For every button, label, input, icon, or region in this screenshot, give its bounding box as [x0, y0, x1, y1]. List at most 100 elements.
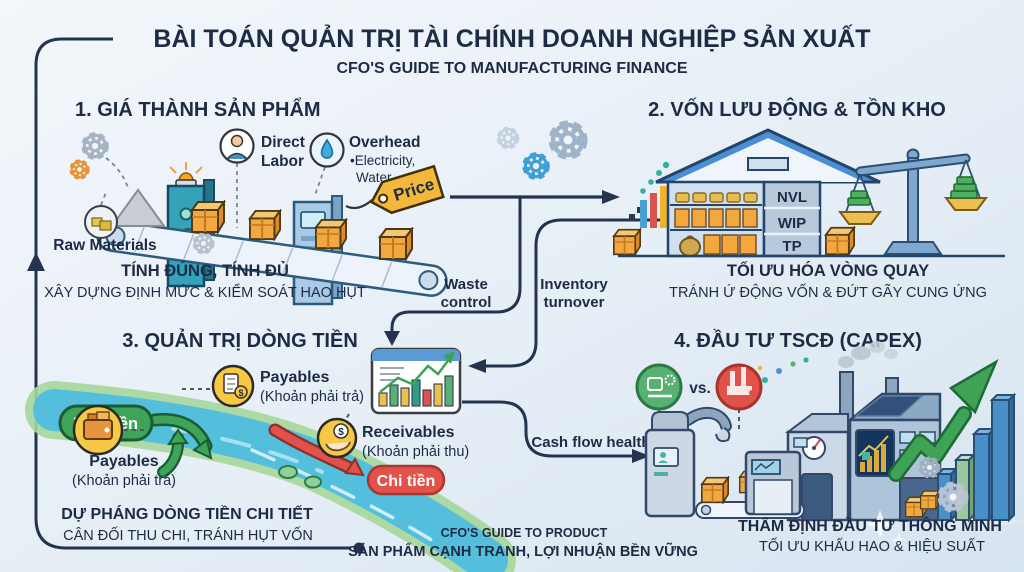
gear-icon	[553, 125, 583, 155]
gear-icon	[499, 129, 517, 147]
cash-flow-chart-card	[370, 347, 462, 415]
down-arrowhead	[384, 331, 400, 346]
connector-price-to-inventory	[450, 190, 620, 204]
storage-label-wip: WIP	[778, 215, 806, 232]
gear-icon	[941, 485, 965, 509]
money-bag-icon	[679, 237, 701, 257]
payables-left-label: Payables	[89, 453, 158, 470]
section-product-cost: 1. GIÁ THÀNH SẢN PHẨM	[44, 98, 448, 306]
dollar-icon: $	[238, 388, 243, 398]
scale-pan-icon	[838, 211, 882, 225]
direct-labor-badge: Direct Labor	[219, 128, 305, 170]
receivables-sublabel: (Khoản phải thu)	[362, 444, 469, 460]
coin-icon	[278, 465, 322, 489]
belt-roller-icon	[418, 270, 439, 291]
header: BÀI TOÁN QUẢN TRỊ TÀI CHÍNH DOANH NGHIỆP…	[153, 23, 870, 77]
gear-icon	[72, 162, 88, 178]
q1-dashed-connectors	[100, 157, 326, 228]
raw-materials-badge: Raw Materials	[53, 205, 157, 254]
receivables-label: Receivables	[362, 424, 455, 441]
waste-control-label: control	[441, 294, 492, 311]
data-dots	[749, 357, 809, 396]
raw-materials-label: Raw Materials	[53, 237, 156, 254]
money-stacks-icon	[847, 176, 978, 206]
finished-goods-shelf	[703, 234, 757, 255]
warehouse: NVL WIP TP	[655, 128, 881, 258]
product-box-icon	[824, 226, 856, 256]
inventory-turnover-label: turnover	[544, 294, 605, 311]
page-subtitle: CFO'S GUIDE TO MANUFACTURING FINANCE	[336, 60, 687, 77]
connector-waste-control: Waste control	[384, 198, 522, 346]
price-tag: Price	[369, 164, 445, 215]
product-box-icon	[191, 201, 225, 233]
q3-heading: 3. QUẢN TRỊ DÒNG TIỀN	[122, 328, 358, 352]
direct-labor-label: Labor	[261, 153, 304, 170]
outflow-arrow	[268, 423, 365, 477]
gold-bars-shelf	[675, 192, 758, 203]
payables-left-badge: Payables (Khoản phải trả)	[72, 404, 176, 489]
gear-icon	[195, 235, 212, 252]
q2-heading: 2. VỐN LƯU ĐỘNG & TỒN KHO	[648, 97, 946, 121]
section-capex: 4. ĐẦU TƯ TSCĐ (CAPEX) vs.	[633, 329, 1023, 555]
section-cash-flow: 3. QUẢN TRỊ DÒNG TIỀN	[25, 328, 516, 572]
left-arrowhead	[468, 359, 486, 373]
footer-kicker: CFO'S GUIDE TO PRODUCT	[441, 526, 608, 540]
inflow-arrow	[148, 413, 213, 460]
feedback-loop-arrow	[27, 37, 365, 554]
gear-icon	[921, 459, 938, 476]
product-box-icon	[379, 228, 413, 260]
connector-inventory-turnover: Inventory turnover	[468, 218, 666, 373]
growth-chart-icon	[629, 161, 670, 228]
inflow-arrow	[157, 428, 189, 478]
footer-tagline: SẢN PHẨM CẠNH TRANH, LỢI NHUẬN BỀN VỮNG	[348, 542, 698, 560]
dollar-icon: $	[338, 427, 344, 438]
footer: CFO'S GUIDE TO PRODUCT SẢN PHẨM CẠNH TRA…	[348, 526, 698, 560]
payables-left-sublabel: (Khoản phải trả)	[72, 473, 176, 489]
gear-icon	[84, 135, 105, 156]
sparkle-icon	[865, 510, 907, 548]
robot-arm-machine	[644, 406, 805, 519]
product-box-icon	[919, 490, 941, 510]
cash-flow-health-label: Cash flow health	[531, 434, 650, 451]
connector-cash-flow-health: Cash flow health	[462, 400, 651, 463]
right-arrowhead	[602, 190, 620, 204]
product-box-icon	[700, 476, 730, 504]
capex-comparison: vs.	[635, 363, 763, 446]
outflow-pill: Chi tiền	[366, 464, 446, 496]
q3-caption: CÂN ĐỐI THU CHI, TRÁNH HỤT VỐN	[63, 526, 313, 544]
growth-bars-3d	[935, 392, 1017, 523]
inventory-turnover-label: Inventory	[540, 276, 608, 293]
new-machine-icon	[635, 363, 683, 411]
overhead-badge: Overhead •Electricity, Water	[309, 132, 421, 185]
trend-arrowhead	[443, 351, 455, 364]
q1-heading: 1. GIÁ THÀNH SẢN PHẨM	[75, 98, 321, 121]
raw-material-pile-icon	[110, 188, 166, 227]
balance-scale	[838, 148, 988, 255]
loop-end-dot	[353, 542, 365, 554]
payables-top-label: Payables	[260, 369, 329, 386]
q2-caption-bold: TỐI ƯU HÓA VÒNG QUAY	[727, 260, 929, 280]
right-arrowhead	[632, 449, 650, 463]
outflow-pill-label: Chi tiền	[377, 473, 436, 490]
q4-caption: TỐI ƯU KHẤU HAO & HIỆU SUẤT	[759, 537, 985, 555]
direct-labor-label: Direct	[261, 134, 305, 151]
payables-top-sublabel: (Khoản phải trả)	[260, 389, 364, 405]
q3-caption-bold: DỰ PHÁNG DÒNG TIỀN CHI TIẾT	[61, 504, 313, 523]
q2-caption: TRÁNH Ứ ĐỘNG VỐN & ĐỨT GÃY CUNG ỨNG	[669, 283, 987, 301]
growth-arrow	[888, 359, 999, 482]
overhead-label: Overhead	[349, 134, 421, 151]
page-title: BÀI TOÁN QUẢN TRỊ TÀI CHÍNH DOANH NGHIỆP…	[153, 23, 870, 53]
q4-caption-bold: THẨM ĐỊNH ĐẦU TƯ THÔNG MINH	[738, 516, 1002, 535]
product-box-icon	[314, 218, 348, 250]
storage-label-nvl: NVL	[777, 189, 807, 206]
price-tag-string	[345, 199, 373, 210]
product-box-icon	[612, 228, 642, 256]
product-box-icon	[248, 209, 282, 241]
roof-vent-icon	[747, 157, 789, 171]
vs-label: vs.	[689, 380, 711, 397]
claw-icon	[715, 427, 731, 443]
wip-boxes-shelf	[674, 208, 758, 228]
storage-label-tp: TP	[782, 238, 801, 255]
